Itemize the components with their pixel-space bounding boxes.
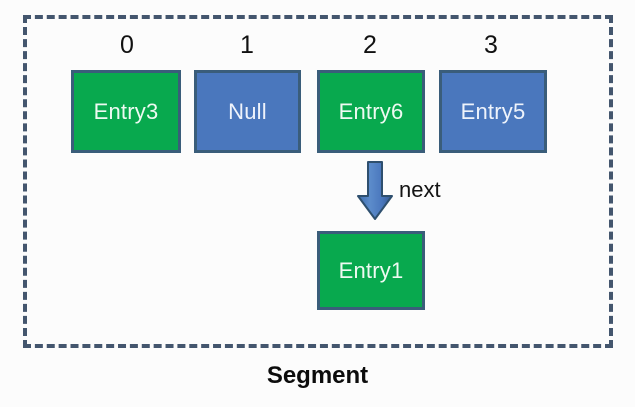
bucket-cell-3: Entry5: [439, 70, 547, 153]
index-label-3: 3: [484, 31, 498, 59]
bucket-cell-2: Entry6: [317, 70, 425, 153]
next-arrow-icon: [355, 160, 395, 222]
chain-node-entry1: Entry1: [317, 231, 425, 310]
next-label: next: [399, 177, 441, 202]
bucket-cell-1: Null: [194, 70, 301, 153]
bucket-cell-0: Entry3: [71, 70, 181, 153]
segment-container: [23, 15, 613, 348]
index-label-0: 0: [120, 31, 134, 59]
index-label-1: 1: [240, 31, 254, 59]
segment-caption: Segment: [266, 362, 369, 389]
index-label-2: 2: [363, 31, 377, 59]
